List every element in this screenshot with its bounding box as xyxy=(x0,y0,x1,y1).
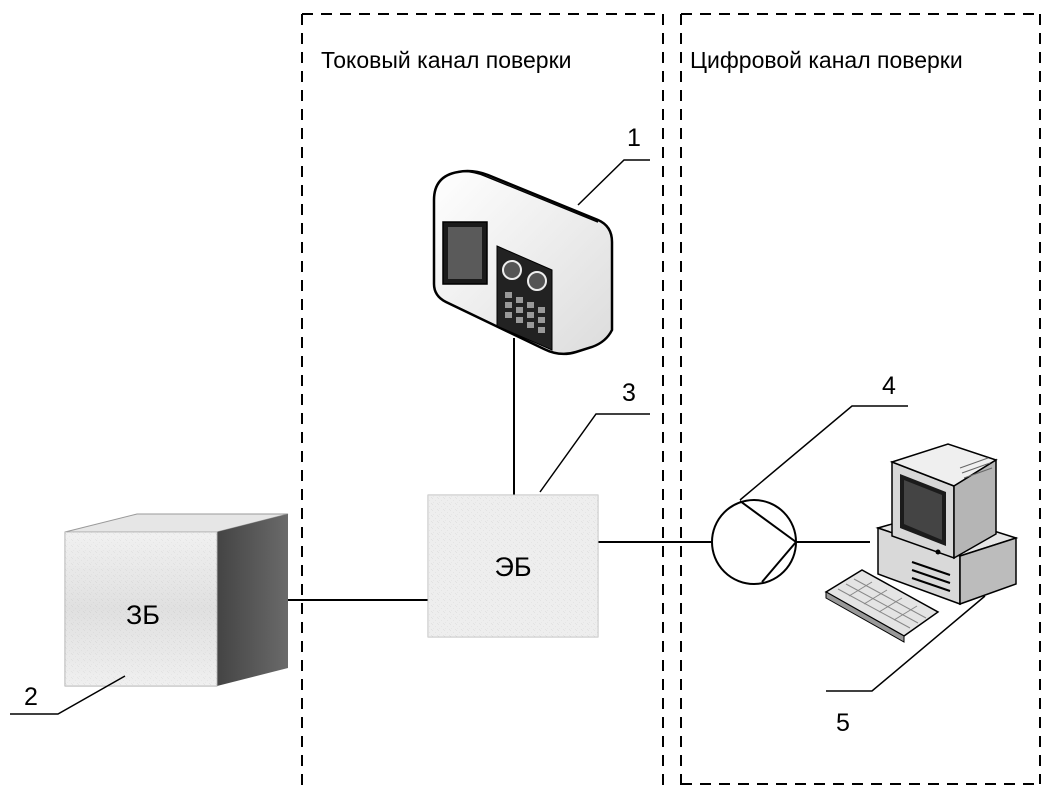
callout-3: 3 xyxy=(622,379,636,407)
callout-4: 4 xyxy=(882,372,896,400)
current-channel-title: Токовый канал поверки xyxy=(321,47,572,73)
zb-label: ЗБ xyxy=(126,600,160,630)
callout-1: 1 xyxy=(627,124,641,152)
computer-icon xyxy=(824,443,1019,643)
callout-2: 2 xyxy=(24,683,38,711)
callout-leaders xyxy=(10,159,986,715)
eb-block: ЭБ xyxy=(427,494,599,638)
eb-label: ЭБ xyxy=(494,552,531,582)
zb-block: ЗБ xyxy=(64,513,289,687)
converter-circle-icon xyxy=(711,499,797,585)
calibrator-device-icon xyxy=(432,169,614,356)
callout-5: 5 xyxy=(836,709,850,737)
digital-channel-title: Цифровой канал поверки xyxy=(690,47,963,73)
section-borders xyxy=(301,13,1041,789)
